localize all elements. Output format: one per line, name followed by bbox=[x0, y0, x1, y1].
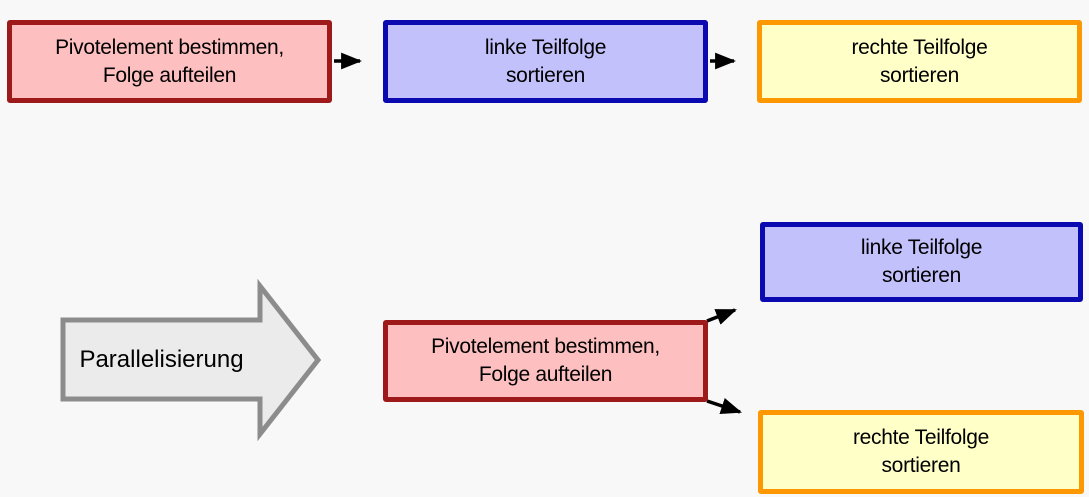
box-label-line: Folge aufteilen bbox=[102, 63, 237, 87]
box-label-line: linke Teilfolge bbox=[860, 236, 983, 259]
box-label-line: Pivotelement bestimmen, bbox=[431, 335, 660, 358]
box-label-line: Folge aufteilen bbox=[478, 363, 613, 386]
box-label-line: linke Teilfolge bbox=[484, 35, 607, 59]
arrow-par-pivot-to-right bbox=[706, 398, 742, 414]
box-label-line: sortieren bbox=[505, 63, 585, 87]
box-label-line: sortieren bbox=[881, 454, 961, 477]
box-label-line: rechte Teilfolge bbox=[852, 426, 990, 449]
arrow-par-pivot-to-left bbox=[706, 308, 737, 325]
box-label-line: sortieren bbox=[879, 63, 959, 87]
box-label-line: rechte Teilfolge bbox=[851, 35, 988, 59]
box-sequential-right-subsequence: rechte Teilfolge sortieren bbox=[757, 20, 1082, 103]
parallelization-label: Parallelisierung bbox=[79, 345, 244, 373]
box-sequential-pivot: Pivotelement bestimmen, Folge aufteilen bbox=[7, 20, 332, 103]
box-parallel-pivot: Pivotelement bestimmen, Folge aufteilen bbox=[383, 320, 708, 402]
box-parallel-left-subsequence: linke Teilfolge sortieren bbox=[760, 222, 1083, 302]
box-label-line: sortieren bbox=[881, 264, 961, 287]
box-label-line: Pivotelement bestimmen, bbox=[55, 35, 284, 59]
box-sequential-left-subsequence: linke Teilfolge sortieren bbox=[383, 20, 708, 103]
box-parallel-right-subsequence: rechte Teilfolge sortieren bbox=[758, 410, 1084, 494]
